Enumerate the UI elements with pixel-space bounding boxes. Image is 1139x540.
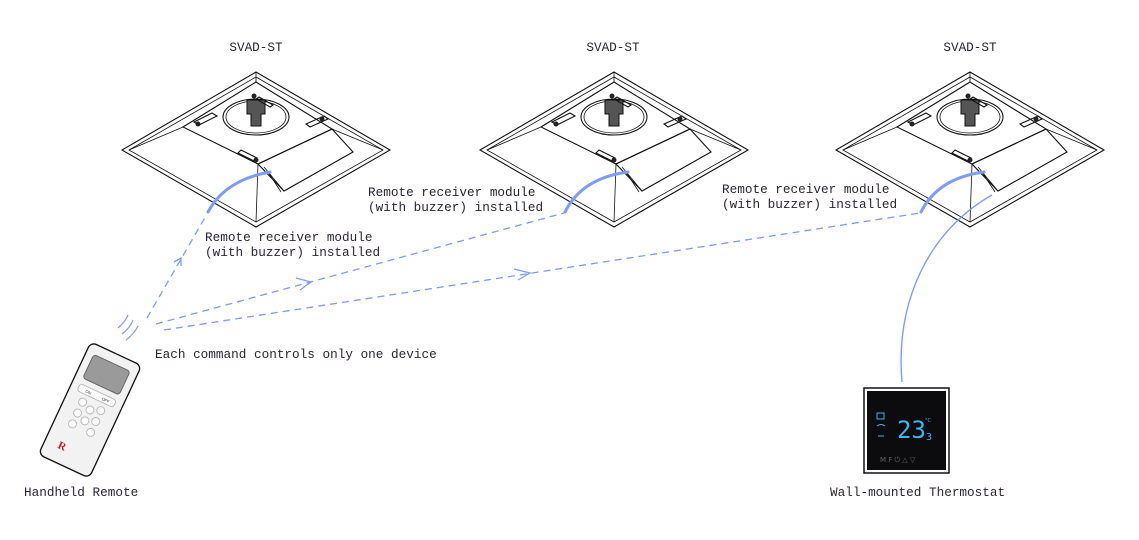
- module-note-1-line2: (with buzzer) installed: [205, 245, 380, 260]
- remote-label: Handheld Remote: [24, 485, 138, 500]
- thermostat-temperature-decimal: 3: [926, 432, 932, 443]
- home-icon: [876, 412, 885, 420]
- remote-off-button: OFF: [101, 396, 111, 404]
- signal-wave-icon: [117, 314, 139, 341]
- thermostat-temperature: 23: [897, 416, 926, 444]
- signal-line-2: [155, 212, 565, 325]
- svad-unit-1: [121, 71, 391, 228]
- command-note: Each command controls only one device: [155, 347, 437, 362]
- remote-on-button: ON: [85, 389, 93, 396]
- wall-thermostat: 23 3 °C M F ⏻ △ ▽: [863, 387, 950, 474]
- receiver-cable-3: [919, 170, 986, 214]
- wifi-icon: [876, 424, 886, 437]
- thermostat-label: Wall-mounted Thermostat: [830, 485, 1005, 500]
- handheld-remote: ON OFF R: [39, 343, 141, 477]
- signal-line-1: [146, 213, 208, 319]
- thermostat-unit: °C: [925, 418, 932, 424]
- module-note-1-line1: Remote receiver module: [205, 230, 373, 245]
- module-note-3-line1: Remote receiver module: [722, 182, 890, 197]
- module-note-2-line2: (with buzzer) installed: [368, 200, 543, 215]
- thermostat-buttons: M F ⏻ △ ▽: [880, 456, 916, 464]
- unit-3-label: SVAD-ST: [943, 40, 997, 55]
- receiver-cable-1: [206, 170, 272, 214]
- unit-2-label: SVAD-ST: [586, 40, 640, 55]
- receiver-cable-2: [563, 170, 630, 214]
- unit-1-label: SVAD-ST: [229, 40, 283, 55]
- thermostat-wire: [900, 194, 993, 383]
- module-note-2-line1: Remote receiver module: [368, 185, 536, 200]
- signal-line-3: [163, 212, 921, 331]
- module-note-3-line2: (with buzzer) installed: [722, 197, 897, 212]
- signal-arrow-icons: [173, 256, 532, 291]
